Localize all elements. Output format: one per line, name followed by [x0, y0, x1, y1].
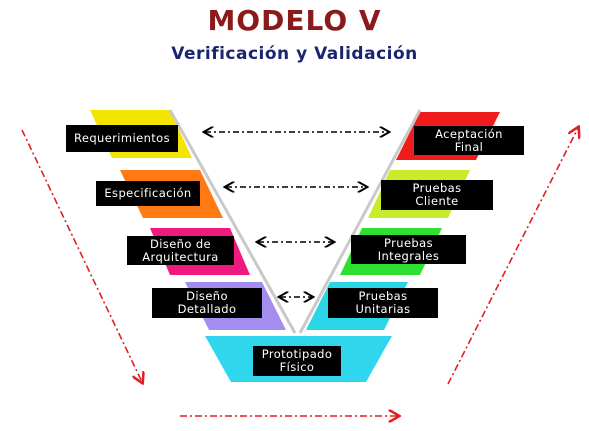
- label-especificacion: Especificación: [96, 181, 200, 206]
- label-pruebas-integrales: Pruebas Integrales: [351, 235, 466, 264]
- label-requerimientos: Requerimientos: [66, 125, 178, 152]
- label-pruebas-cliente: Pruebas Cliente: [381, 180, 493, 210]
- diagram-title: MODELO V: [207, 4, 382, 37]
- label-diseno-arquitectura: Diseño de Arquitectura: [127, 236, 234, 265]
- v-edge-left: [168, 109, 297, 334]
- diagram-subtitle: Verificación y Validación: [171, 44, 418, 64]
- flow-arrow-up-right: [447, 128, 578, 385]
- label-pruebas-unitarias: Pruebas Unitarias: [328, 288, 438, 318]
- v-edge-right: [298, 109, 422, 334]
- flow-arrow-down-left: [21, 129, 142, 382]
- label-aceptacion-final: Aceptación Final: [414, 126, 524, 155]
- label-diseno-detallado: Diseño Detallado: [152, 288, 262, 318]
- label-prototipado-fisico: Prototipado Físico: [253, 346, 341, 376]
